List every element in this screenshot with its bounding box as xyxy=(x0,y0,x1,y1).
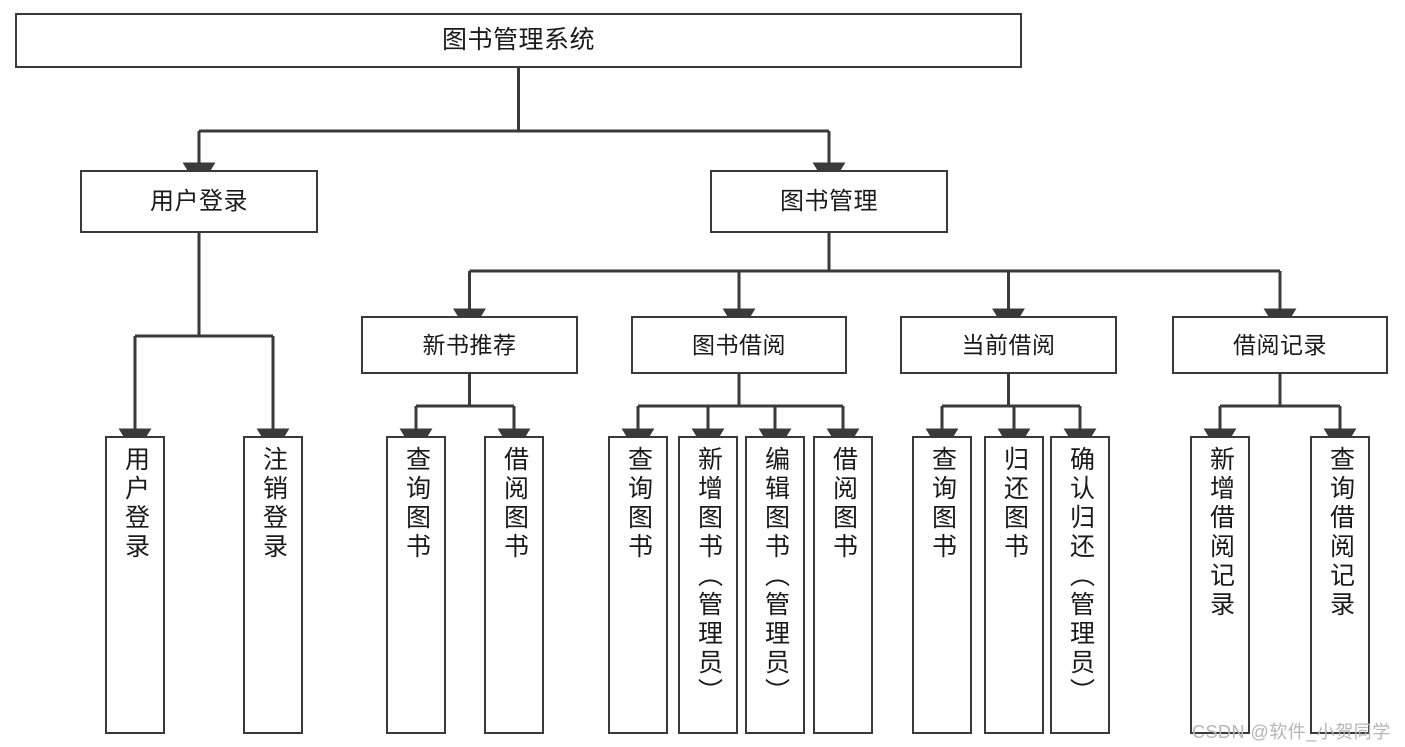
node-label: 借阅图书 xyxy=(500,446,529,562)
node-book-borrow[interactable]: 图书借阅 xyxy=(631,316,847,374)
node-label: 用户登录 xyxy=(150,187,248,215)
node-leaf-query-record[interactable]: 查询借阅记录 xyxy=(1310,436,1370,734)
node-label: 编辑图书（管理员） xyxy=(761,446,790,707)
node-leaf-query-book-1[interactable]: 查询图书 xyxy=(386,436,446,734)
node-label: 用户登录 xyxy=(121,446,150,562)
node-root[interactable]: 图书管理系统 xyxy=(15,13,1022,68)
node-label: 图书管理系统 xyxy=(441,26,595,54)
node-label: 借阅记录 xyxy=(1233,331,1327,358)
node-leaf-edit-book[interactable]: 编辑图书（管理员） xyxy=(745,436,805,734)
node-label: 图书借阅 xyxy=(692,331,786,358)
node-leaf-borrow-book-1[interactable]: 借阅图书 xyxy=(484,436,544,734)
csdn-watermark: CSDN @软件_小贺同学 xyxy=(1192,722,1391,742)
node-leaf-user-logout[interactable]: 注销登录 xyxy=(243,436,303,734)
node-new-book-rec[interactable]: 新书推荐 xyxy=(361,316,578,374)
node-leaf-add-book[interactable]: 新增图书（管理员） xyxy=(678,436,738,734)
node-label: 确认归还（管理员） xyxy=(1066,446,1095,707)
node-label: 查询借阅记录 xyxy=(1326,446,1355,620)
node-leaf-borrow-book-2[interactable]: 借阅图书 xyxy=(813,436,873,734)
node-label: 当前借阅 xyxy=(961,331,1056,358)
node-leaf-user-login[interactable]: 用户登录 xyxy=(105,436,165,734)
node-book-admin[interactable]: 图书管理 xyxy=(710,170,948,233)
node-leaf-query-book-3[interactable]: 查询图书 xyxy=(912,436,972,734)
node-label: 查询图书 xyxy=(624,446,653,562)
node-label: 图书管理 xyxy=(780,187,878,215)
node-label: 注销登录 xyxy=(259,446,288,562)
node-loan-record[interactable]: 借阅记录 xyxy=(1172,316,1388,374)
node-label: 新增图书（管理员） xyxy=(694,446,723,707)
node-leaf-confirm-return[interactable]: 确认归还（管理员） xyxy=(1050,436,1110,734)
node-label: 归还图书 xyxy=(1000,446,1029,562)
node-leaf-add-record[interactable]: 新增借阅记录 xyxy=(1190,436,1250,734)
node-label: 借阅图书 xyxy=(829,446,858,562)
node-label: 查询图书 xyxy=(928,446,957,562)
node-current-loan[interactable]: 当前借阅 xyxy=(900,316,1117,374)
node-label: 新增借阅记录 xyxy=(1206,446,1235,620)
node-leaf-query-book-2[interactable]: 查询图书 xyxy=(608,436,668,734)
node-label: 新书推荐 xyxy=(422,331,517,358)
node-label: 查询图书 xyxy=(402,446,431,562)
node-user-login[interactable]: 用户登录 xyxy=(80,170,318,233)
node-leaf-return-book[interactable]: 归还图书 xyxy=(984,436,1044,734)
